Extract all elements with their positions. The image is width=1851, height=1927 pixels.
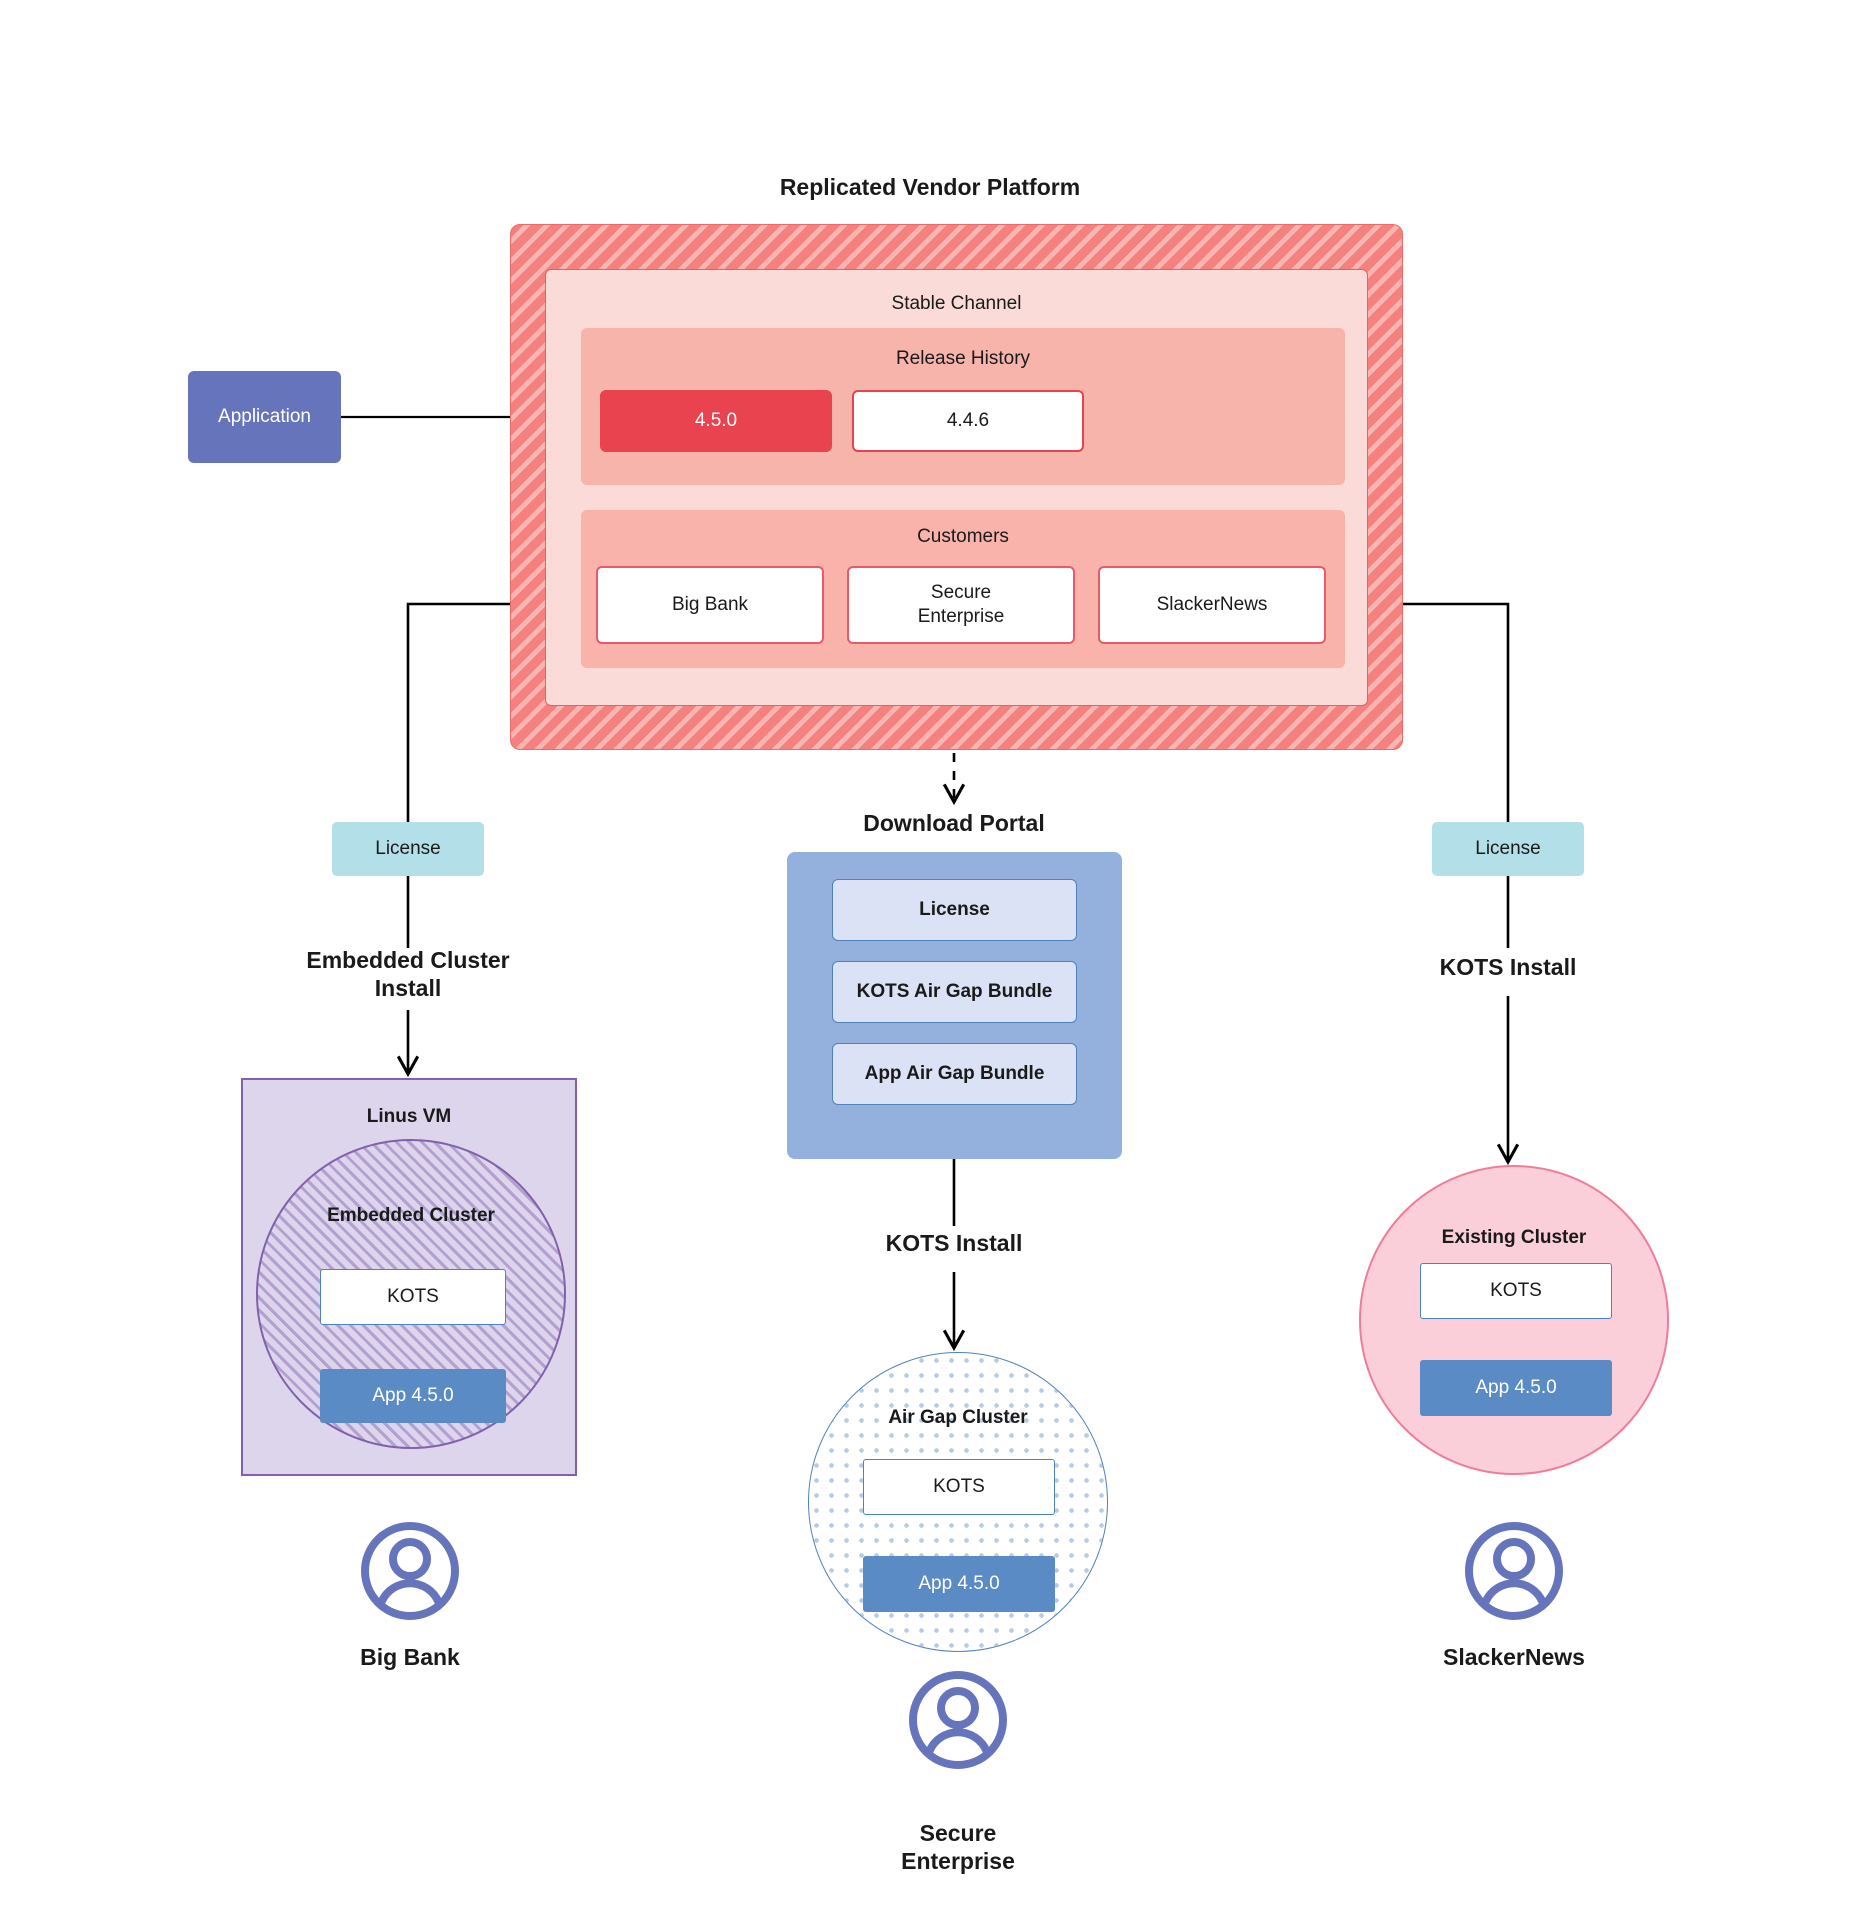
app-box-airgap[interactable]: App 4.5.0 bbox=[863, 1556, 1055, 1612]
app-box-existing[interactable]: App 4.5.0 bbox=[1420, 1360, 1612, 1416]
download-portal-title: Download Portal bbox=[863, 809, 1045, 836]
customers-title: Customers bbox=[917, 526, 1009, 547]
edge-label-kots-install-middle: KOTS Install bbox=[885, 1229, 1023, 1256]
edge-label-embedded-cluster-install: Embedded Cluster Install bbox=[306, 946, 510, 1001]
portal-item-kots-air-gap-bundle[interactable]: KOTS Air Gap Bundle bbox=[832, 961, 1077, 1023]
application-box[interactable]: Application bbox=[188, 371, 341, 463]
avatar-label-big-bank: Big Bank bbox=[360, 1643, 460, 1670]
avatar-label-secure-enterprise: Secure Enterprise bbox=[901, 1819, 1015, 1874]
air-gap-cluster-title: Air Gap Cluster bbox=[888, 1407, 1028, 1428]
embedded-cluster-circle: Embedded Cluster KOTS App 4.5.0 bbox=[256, 1139, 566, 1449]
license-chip-left[interactable]: License bbox=[332, 822, 484, 876]
edge-label-kots-install-right: KOTS Install bbox=[1439, 953, 1577, 980]
customers-group: Customers Big Bank Secure Enterprise Sla… bbox=[581, 510, 1345, 668]
embedded-cluster-title: Embedded Cluster bbox=[327, 1205, 495, 1226]
release-item-4-5-0[interactable]: 4.5.0 bbox=[600, 390, 832, 452]
page-title: Replicated Vendor Platform bbox=[779, 173, 1081, 200]
kots-box-airgap[interactable]: KOTS bbox=[863, 1459, 1055, 1515]
app-box-embedded[interactable]: App 4.5.0 bbox=[320, 1369, 506, 1423]
portal-item-license[interactable]: License bbox=[832, 879, 1077, 941]
customer-box-big-bank[interactable]: Big Bank bbox=[596, 566, 824, 644]
kots-box-existing[interactable]: KOTS bbox=[1420, 1263, 1612, 1319]
air-gap-cluster-circle: Air Gap Cluster KOTS App 4.5.0 bbox=[808, 1352, 1108, 1652]
user-avatar-icon-secure-enterprise bbox=[909, 1671, 1007, 1769]
customer-box-slackernews[interactable]: SlackerNews bbox=[1098, 566, 1326, 644]
release-item-4-4-6[interactable]: 4.4.6 bbox=[852, 390, 1084, 452]
download-portal-container: License KOTS Air Gap Bundle App Air Gap … bbox=[787, 852, 1122, 1159]
user-avatar-icon-slackernews bbox=[1465, 1522, 1563, 1620]
customer-box-secure-enterprise[interactable]: Secure Enterprise bbox=[847, 566, 1075, 644]
release-history-group: Release History 4.5.0 4.4.6 bbox=[581, 328, 1345, 485]
avatar-label-slackernews: SlackerNews bbox=[1443, 1643, 1585, 1670]
release-history-title: Release History bbox=[895, 348, 1031, 369]
existing-cluster-circle: Existing Cluster KOTS App 4.5.0 bbox=[1359, 1165, 1669, 1475]
stable-channel-title: Stable Channel bbox=[891, 293, 1022, 314]
kots-box-embedded[interactable]: KOTS bbox=[320, 1269, 506, 1325]
portal-item-app-air-gap-bundle[interactable]: App Air Gap Bundle bbox=[832, 1043, 1077, 1105]
existing-cluster-title: Existing Cluster bbox=[1441, 1227, 1587, 1248]
user-avatar-icon-big-bank bbox=[361, 1522, 459, 1620]
license-chip-right[interactable]: License bbox=[1432, 822, 1584, 876]
linux-vm-title: Linus VM bbox=[366, 1106, 452, 1127]
